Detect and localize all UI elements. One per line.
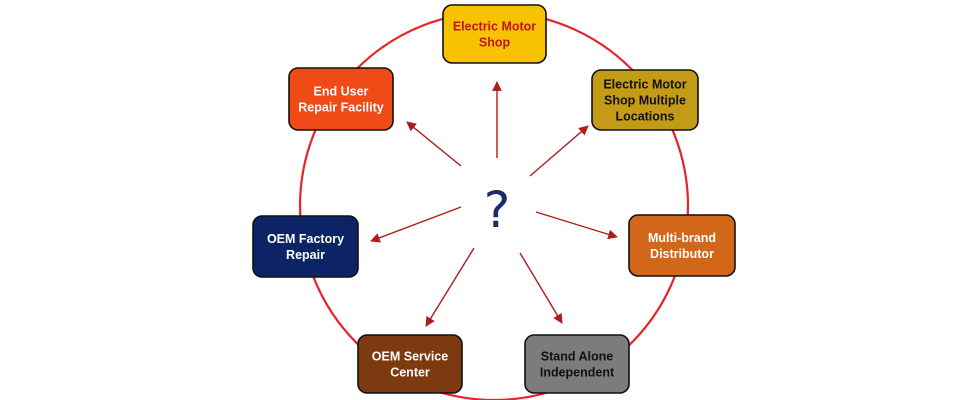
node-box-oem-service-center xyxy=(357,334,463,394)
arrow-to-stand-alone-independent xyxy=(519,252,563,324)
node-label-line: Repair xyxy=(286,248,325,262)
node-label-line: Center xyxy=(390,366,430,380)
arrow-to-oem-factory-repair xyxy=(370,206,462,243)
arrow-to-oem-service-center xyxy=(425,247,475,327)
node-label-line: Electric Motor xyxy=(453,20,536,34)
node-box-electric-motor-shop-multiple-locations xyxy=(591,69,699,131)
node-label-line: Electric Motor xyxy=(603,78,686,92)
node-label-line: Locations xyxy=(615,110,674,124)
arrow-to-end-user-repair-facility xyxy=(406,121,462,167)
arrow-to-multi-brand-distributor xyxy=(535,211,618,240)
center-question-mark: ? xyxy=(484,181,511,239)
arrow-to-electric-motor-shop-multiple-locations xyxy=(529,125,589,177)
node-box-stand-alone-independent xyxy=(524,334,630,394)
node-box-electric-motor-shop xyxy=(442,4,547,64)
node-box-end-user-repair-facility xyxy=(288,67,394,131)
node-label-line: Multi-brand xyxy=(648,231,716,245)
node-label-line: Distributor xyxy=(650,247,714,261)
node-label-line: Repair Facility xyxy=(298,101,383,115)
node-label-line: Shop xyxy=(479,36,511,50)
node-label-line: End User xyxy=(314,85,369,99)
node-label-line: Stand Alone xyxy=(541,350,614,364)
node-label-line: Shop Multiple xyxy=(604,94,686,108)
node-label-line: Independent xyxy=(540,366,615,380)
node-label-line: OEM Service xyxy=(372,350,448,364)
node-label-line: OEM Factory xyxy=(267,232,344,246)
node-box-multi-brand-distributor xyxy=(628,214,736,277)
node-box-oem-factory-repair xyxy=(252,215,359,278)
arrows-layer xyxy=(370,81,618,327)
